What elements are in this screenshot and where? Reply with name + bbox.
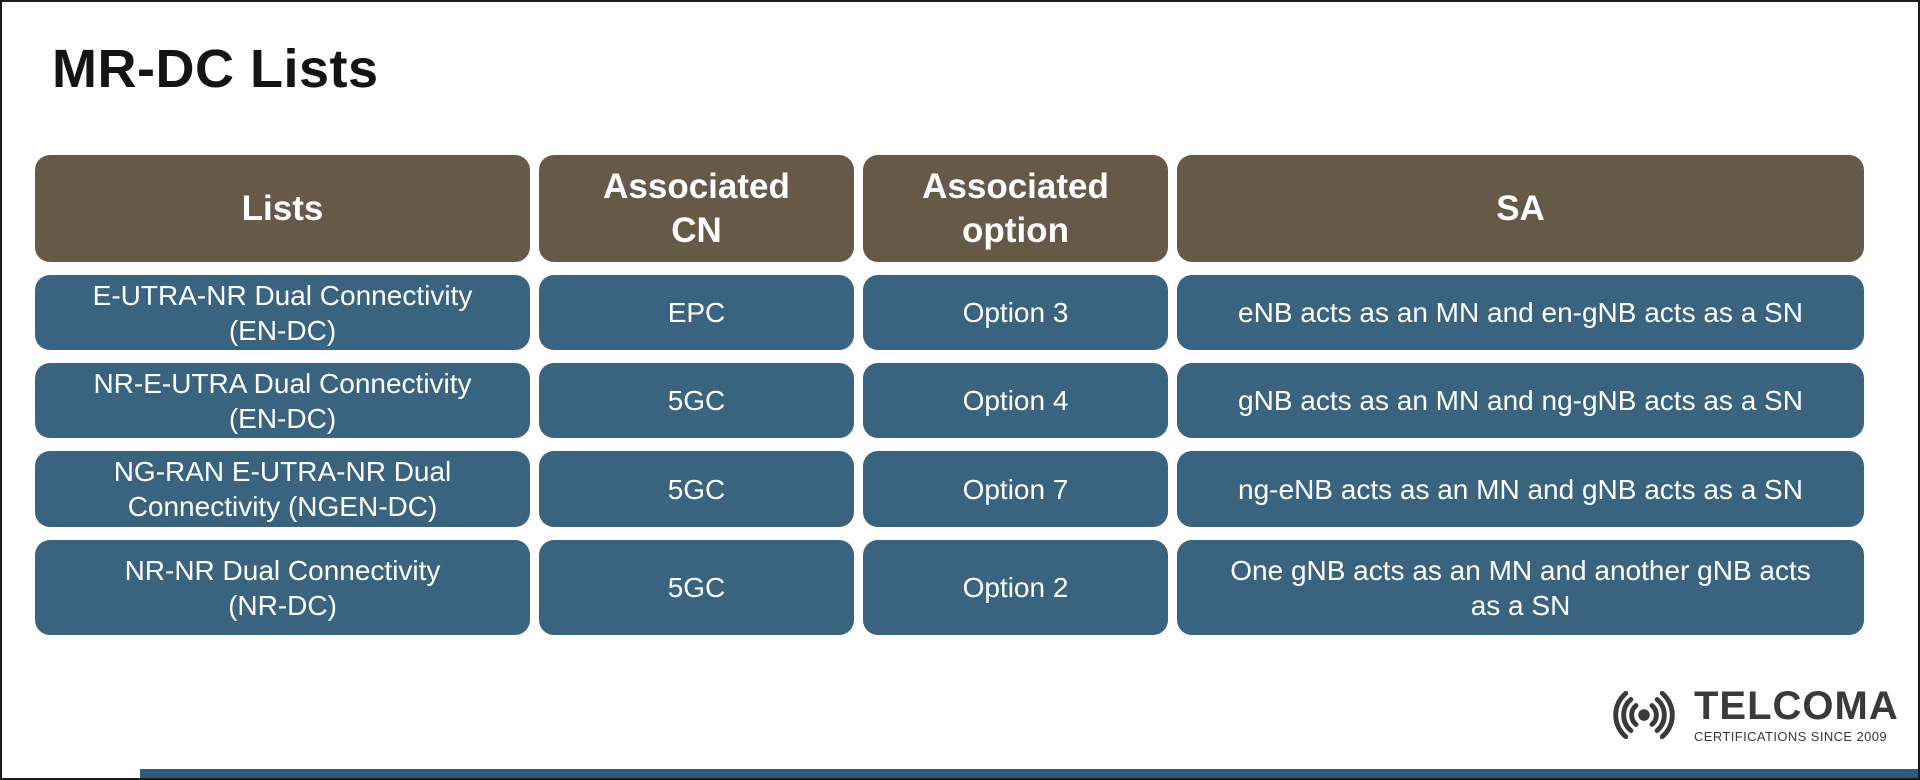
- cell-row2-list: NG-RAN E-UTRA-NR Dual Connectivity (NGEN…: [35, 451, 530, 527]
- logo-text-block: TELCOMA CERTIFICATIONS SINCE 2009: [1694, 686, 1899, 744]
- col-header-lists: Lists: [35, 155, 530, 262]
- cell-row1-cn: 5GC: [539, 363, 854, 438]
- cell-row3-list: NR-NR Dual Connectivity (NR-DC): [35, 540, 530, 635]
- cell-row2-cn: 5GC: [539, 451, 854, 527]
- cell-row3-sa: One gNB acts as an MN and another gNB ac…: [1177, 540, 1864, 635]
- cell-row0-sa: eNB acts as an MN and en-gNB acts as a S…: [1177, 275, 1864, 350]
- page-title: MR-DC Lists: [52, 39, 379, 99]
- cell-row1-list: NR-E-UTRA Dual Connectivity (EN-DC): [35, 363, 530, 438]
- mrdc-table: Lists Associated CN Associated option SA…: [35, 155, 1864, 635]
- cell-row2-option: Option 7: [863, 451, 1168, 527]
- radio-waves-icon: [1598, 682, 1690, 748]
- cell-row1-sa: gNB acts as an MN and ng-gNB acts as a S…: [1177, 363, 1864, 438]
- logo-tagline: CERTIFICATIONS SINCE 2009: [1694, 729, 1888, 744]
- col-header-associated-cn: Associated CN: [539, 155, 854, 262]
- cell-row3-option: Option 2: [863, 540, 1168, 635]
- cell-row2-sa: ng-eNB acts as an MN and gNB acts as a S…: [1177, 451, 1864, 527]
- telcoma-logo: TELCOMA CERTIFICATIONS SINCE 2009: [1598, 682, 1899, 748]
- cell-row0-option: Option 3: [863, 275, 1168, 350]
- cell-row0-list: E-UTRA-NR Dual Connectivity (EN-DC): [35, 275, 530, 350]
- cell-row0-cn: EPC: [539, 275, 854, 350]
- col-header-sa: SA: [1177, 155, 1864, 262]
- col-header-associated-option: Associated option: [863, 155, 1168, 262]
- bottom-accent-bar: [140, 769, 1918, 778]
- logo-name: TELCOMA: [1694, 684, 1899, 728]
- cell-row3-cn: 5GC: [539, 540, 854, 635]
- cell-row1-option: Option 4: [863, 363, 1168, 438]
